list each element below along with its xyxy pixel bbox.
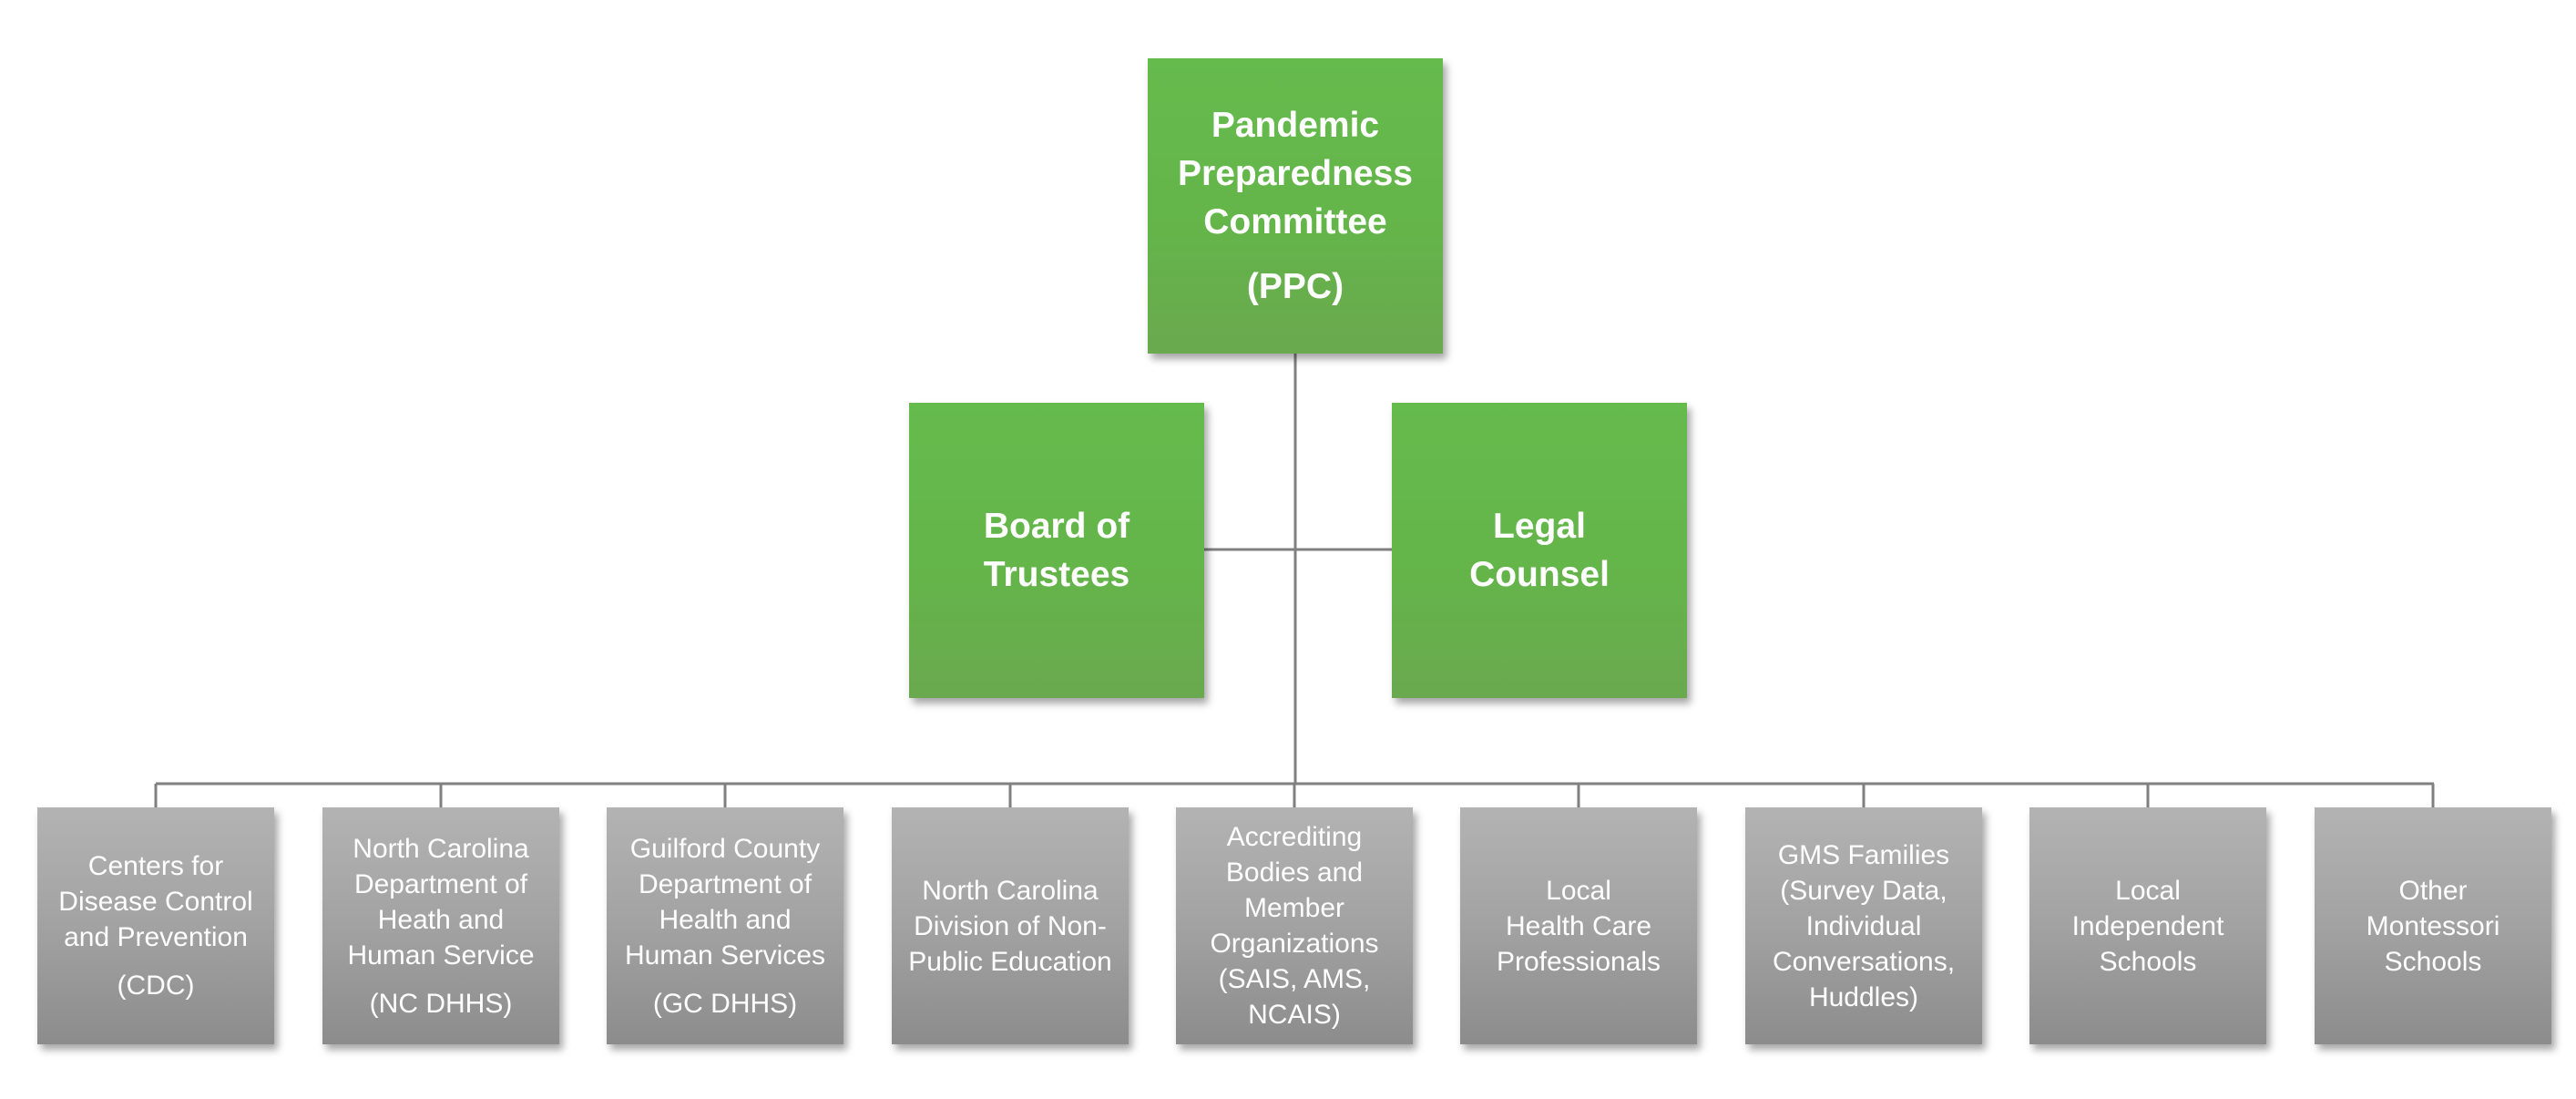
node-label: GMS Families (Survey Data, Individual Co…: [1772, 839, 1956, 1012]
node-abbr: (CDC): [117, 971, 195, 1001]
node-label: North Carolina Department of Heath and H…: [347, 833, 535, 971]
node-abbr: (GC DHHS): [652, 988, 798, 1019]
node-label: Guilford County Department of Health and…: [624, 833, 826, 971]
node-label: Pandemic Preparedness Committee: [1178, 106, 1413, 241]
node-label: Centers for Disease Control and Preventi…: [58, 851, 253, 952]
node-abbr: (NC DHHS): [369, 988, 513, 1019]
node-legal-counsel: Legal Counsel: [1392, 403, 1687, 698]
node-gc-dhhs: Guilford County Department of Health and…: [607, 807, 843, 1044]
connector-drops: [154, 784, 2435, 807]
node-label: Other Montessori Schools: [2366, 875, 2500, 977]
node-nc-dhhs: North Carolina Department of Heath and H…: [322, 807, 559, 1044]
node-nc-non-public-education: North Carolina Division of Non- Public E…: [892, 807, 1129, 1044]
node-cdc: Centers for Disease Control and Preventi…: [37, 807, 274, 1044]
node-accrediting-bodies: Accrediting Bodies and Member Organizati…: [1176, 807, 1413, 1044]
node-label: Local Health Care Professionals: [1496, 875, 1661, 977]
node-board-of-trustees: Board of Trustees: [909, 403, 1204, 698]
node-label: Legal Counsel: [1469, 507, 1610, 594]
node-label: Board of Trustees: [983, 507, 1130, 594]
node-pandemic-preparedness-committee: Pandemic Preparedness Committee (PPC): [1148, 58, 1443, 354]
node-other-montessori-schools: Other Montessori Schools: [2315, 807, 2551, 1044]
node-gms-families: GMS Families (Survey Data, Individual Co…: [1745, 807, 1982, 1044]
node-label: Accrediting Bodies and Member Organizati…: [1210, 822, 1379, 1030]
node-abbr: (PPC): [1246, 267, 1344, 306]
node-label: Local Independent Schools: [2071, 875, 2224, 977]
node-local-health-care: Local Health Care Professionals: [1460, 807, 1697, 1044]
node-label: North Carolina Division of Non- Public E…: [908, 875, 1112, 977]
node-local-independent-schools: Local Independent Schools: [2029, 807, 2266, 1044]
